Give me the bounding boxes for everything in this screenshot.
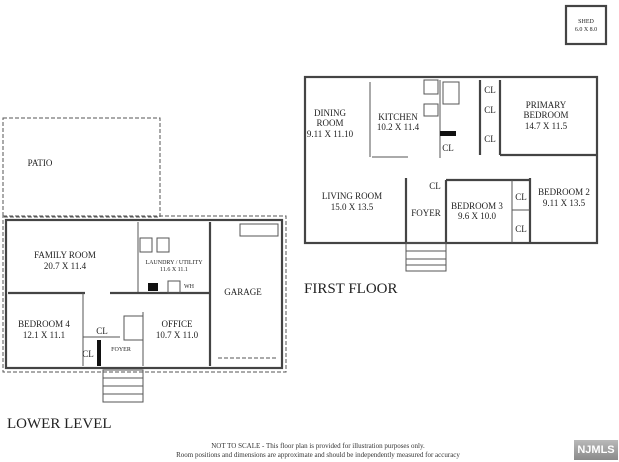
living-room-dims: 15.0 X 13.5 bbox=[331, 202, 374, 212]
bedroom3-label: BEDROOM 3 bbox=[451, 201, 503, 211]
family-room-label: FAMILY ROOM bbox=[34, 250, 96, 260]
closet-label: CL bbox=[484, 134, 496, 144]
lower-closet-label: CL bbox=[96, 326, 108, 336]
first-foyer-label: FOYER bbox=[411, 208, 441, 218]
bedroom2-dims: 9.11 X 13.5 bbox=[543, 198, 586, 208]
office-label: OFFICE bbox=[161, 319, 193, 329]
primary-bedroom-dims: 14.7 X 11.5 bbox=[525, 121, 568, 131]
closet-label: CL bbox=[515, 224, 527, 234]
first-floor-title: FIRST FLOOR bbox=[304, 281, 398, 297]
dining-label-2: ROOM bbox=[316, 118, 343, 128]
closet-label: CL bbox=[429, 181, 441, 191]
lower-stairs bbox=[102, 369, 144, 403]
bedroom4-dims: 12.1 X 11.1 bbox=[23, 330, 65, 340]
closet-label: CL bbox=[442, 143, 454, 153]
shed-dims: 6.0 X 8.0 bbox=[575, 27, 597, 33]
primary-bedroom-label: PRIMARY bbox=[526, 100, 567, 110]
shed: SHED 6.0 X 8.0 bbox=[564, 4, 608, 46]
disclaimer-line-1: NOT TO SCALE - This floor plan is provid… bbox=[211, 442, 425, 450]
disclaimer-line-2: Room positions and dimensions are approx… bbox=[176, 451, 460, 459]
dining-label: DINING bbox=[314, 108, 346, 118]
dining-dims: 9.11 X 11.10 bbox=[307, 129, 354, 139]
shed-label: SHED bbox=[578, 19, 594, 25]
primary-bedroom-label-2: BEDROOM bbox=[523, 110, 568, 120]
lower-foyer-label: FOYER bbox=[111, 347, 131, 353]
family-room-dims: 20.7 X 11.4 bbox=[44, 261, 87, 271]
lower-closet-label: CL bbox=[82, 349, 94, 359]
living-room-label: LIVING ROOM bbox=[322, 191, 382, 201]
patio-outline bbox=[2, 117, 161, 218]
first-stairs bbox=[405, 242, 447, 272]
bedroom4-label: BEDROOM 4 bbox=[18, 319, 70, 329]
lower-level-plan: PATIO FAMILY ROOM 20.7 X 11.4 LAUNDRY / … bbox=[2, 117, 287, 432]
patio-label: PATIO bbox=[28, 158, 53, 168]
first-floor-plan: DINING ROOM 9.11 X 11.10 KITCHEN 10.2 X … bbox=[303, 75, 599, 297]
njmls-logo: NJMLS bbox=[574, 440, 618, 460]
closet-label: CL bbox=[484, 105, 496, 115]
laundry-label: LAUNDRY / UTILITY bbox=[145, 260, 203, 266]
bedroom2-label: BEDROOM 2 bbox=[538, 187, 590, 197]
lower-level-title: LOWER LEVEL bbox=[7, 416, 112, 432]
wh-label: WH bbox=[184, 284, 195, 290]
garage-label: GARAGE bbox=[224, 287, 262, 297]
office-dims: 10.7 X 11.0 bbox=[156, 330, 199, 340]
bedroom3-dims: 9.6 X 10.0 bbox=[458, 211, 496, 221]
kitchen-label: KITCHEN bbox=[378, 112, 418, 122]
closet-label: CL bbox=[515, 192, 527, 202]
closet-label: CL bbox=[484, 85, 496, 95]
kitchen-dims: 10.2 X 11.4 bbox=[377, 122, 420, 132]
laundry-dims: 11.6 X 11.1 bbox=[160, 267, 188, 273]
